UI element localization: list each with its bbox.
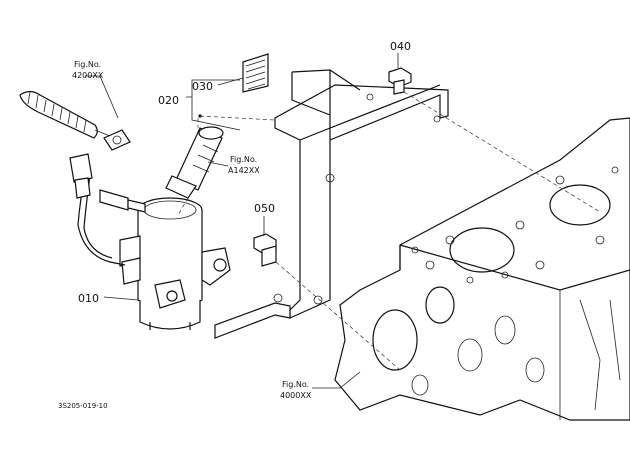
figref-a142xx-line1: Fig.No.: [230, 155, 257, 164]
bolt-040: [388, 67, 601, 213]
engine-block: [334, 117, 630, 421]
bracket: [214, 69, 449, 339]
callout-050: 050: [254, 202, 275, 215]
figref-4000xx-line2: 4000XX: [280, 391, 312, 400]
label-plate: [242, 53, 269, 93]
group-bracket-020: [186, 79, 276, 131]
figref-4000xx-line1: Fig.No.: [282, 380, 309, 389]
figref-4200xx-line1: Fig.No.: [74, 60, 101, 69]
bolt-050: [253, 233, 401, 371]
figref-a142xx-line2: A142XX: [228, 166, 260, 175]
spring-hose: [19, 90, 131, 151]
leader-lines: [85, 53, 399, 389]
cylinder-assembly: [69, 153, 231, 330]
callout-030: 030: [192, 80, 213, 93]
figref-4200xx-line2: 4200XX: [72, 71, 104, 80]
figref-4000xx: Fig.No. 4000XX: [280, 380, 312, 400]
fitting: [165, 118, 224, 216]
callout-040: 040: [390, 40, 411, 53]
callout-020: 020: [158, 94, 179, 107]
figref-4200xx: Fig.No. 4200XX: [72, 60, 104, 80]
figref-a142xx: Fig.No. A142XX: [228, 155, 260, 175]
callout-010: 010: [78, 292, 99, 305]
drawing-code: 3S205-019-10: [58, 402, 108, 410]
